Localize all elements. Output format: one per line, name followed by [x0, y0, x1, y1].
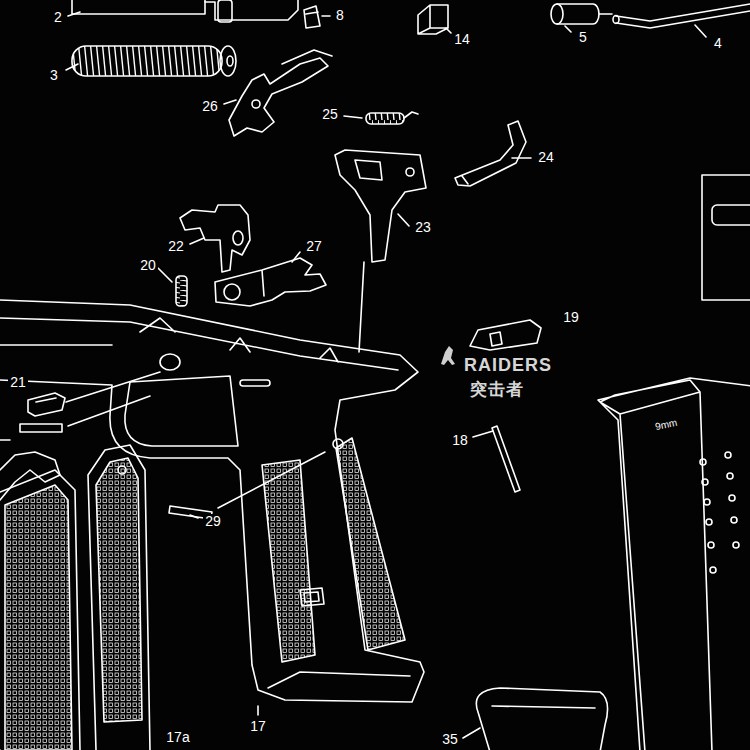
callout-number: 27	[304, 239, 324, 254]
callout-number: 5	[577, 30, 589, 45]
locking-block	[180, 205, 250, 272]
trigger-bar-part	[229, 50, 332, 136]
slide-part	[218, 0, 232, 22]
callout-number: 23	[413, 220, 433, 235]
small-spring	[404, 112, 418, 118]
recoil-spring	[220, 46, 236, 76]
recoil-spring	[72, 46, 222, 76]
leader-line	[218, 452, 325, 508]
callout-number: 8	[334, 8, 346, 23]
locking-block	[233, 231, 243, 245]
trigger-housing	[335, 150, 426, 262]
callout-number: 29	[203, 514, 223, 529]
grip-logo	[300, 588, 324, 606]
callout-number: 3	[48, 68, 60, 83]
callout-number: 25	[320, 107, 340, 122]
cylinder-part	[551, 4, 563, 24]
watermark: RAIDERS	[462, 356, 554, 376]
backstrap	[0, 470, 80, 750]
small-spring	[176, 276, 187, 306]
callout-number: 20	[138, 258, 158, 273]
ejector-part	[455, 121, 526, 186]
caliber-marking: 9mm	[652, 416, 680, 432]
leader-line	[68, 396, 150, 426]
trigger-part	[28, 393, 65, 416]
slide-stop-lever	[215, 258, 326, 306]
backstrap-texture	[5, 485, 72, 750]
trigger-bar-part	[252, 100, 260, 108]
callout-number: 19	[561, 310, 581, 325]
pistol-frame	[240, 380, 270, 386]
watermark: 突击者	[468, 381, 526, 400]
callout-number: 17a	[164, 730, 191, 745]
backstrap-texture	[96, 458, 142, 722]
trigger-guard	[125, 376, 238, 446]
callout-number: 17	[248, 719, 268, 734]
callout-number: 4	[712, 36, 724, 51]
pin-part	[613, 16, 619, 24]
grip-texture	[336, 438, 405, 650]
pistol-frame	[268, 672, 410, 688]
pistol-frame	[160, 354, 180, 370]
callout-number: 21	[8, 375, 28, 390]
magazine-catch	[470, 320, 541, 350]
spring-pin	[492, 426, 520, 492]
cylinder-part	[599, 13, 612, 15]
magazine	[598, 378, 750, 750]
slide-part	[72, 0, 205, 14]
firing-pin-part	[418, 5, 448, 34]
pin-part	[0, 424, 62, 440]
callout-number: 22	[166, 239, 186, 254]
callout-number: 14	[452, 32, 472, 47]
backstrap	[88, 445, 150, 750]
pin-part	[616, 4, 750, 28]
leader-line	[66, 12, 706, 738]
callout-number: 26	[200, 99, 220, 114]
callout-number: 2	[52, 10, 64, 25]
magazine-holes	[700, 452, 739, 573]
slide-part	[205, 0, 298, 20]
slide-stop-lever	[224, 284, 240, 300]
backstrap	[118, 466, 126, 474]
watermark-figure	[441, 346, 455, 365]
extractor-part	[304, 6, 320, 28]
leader-line	[359, 262, 364, 352]
small-spring	[366, 113, 404, 124]
side-panel	[712, 205, 750, 225]
recoil-spring	[227, 56, 233, 66]
magazine-floorplate	[476, 688, 607, 750]
trigger-housing	[406, 168, 414, 176]
side-panel	[702, 175, 750, 300]
grip-texture	[262, 460, 315, 662]
callout-number: 35	[440, 732, 460, 747]
callout-number: 24	[536, 150, 556, 165]
callout-number: 18	[450, 433, 470, 448]
pistol-frame	[0, 318, 398, 370]
